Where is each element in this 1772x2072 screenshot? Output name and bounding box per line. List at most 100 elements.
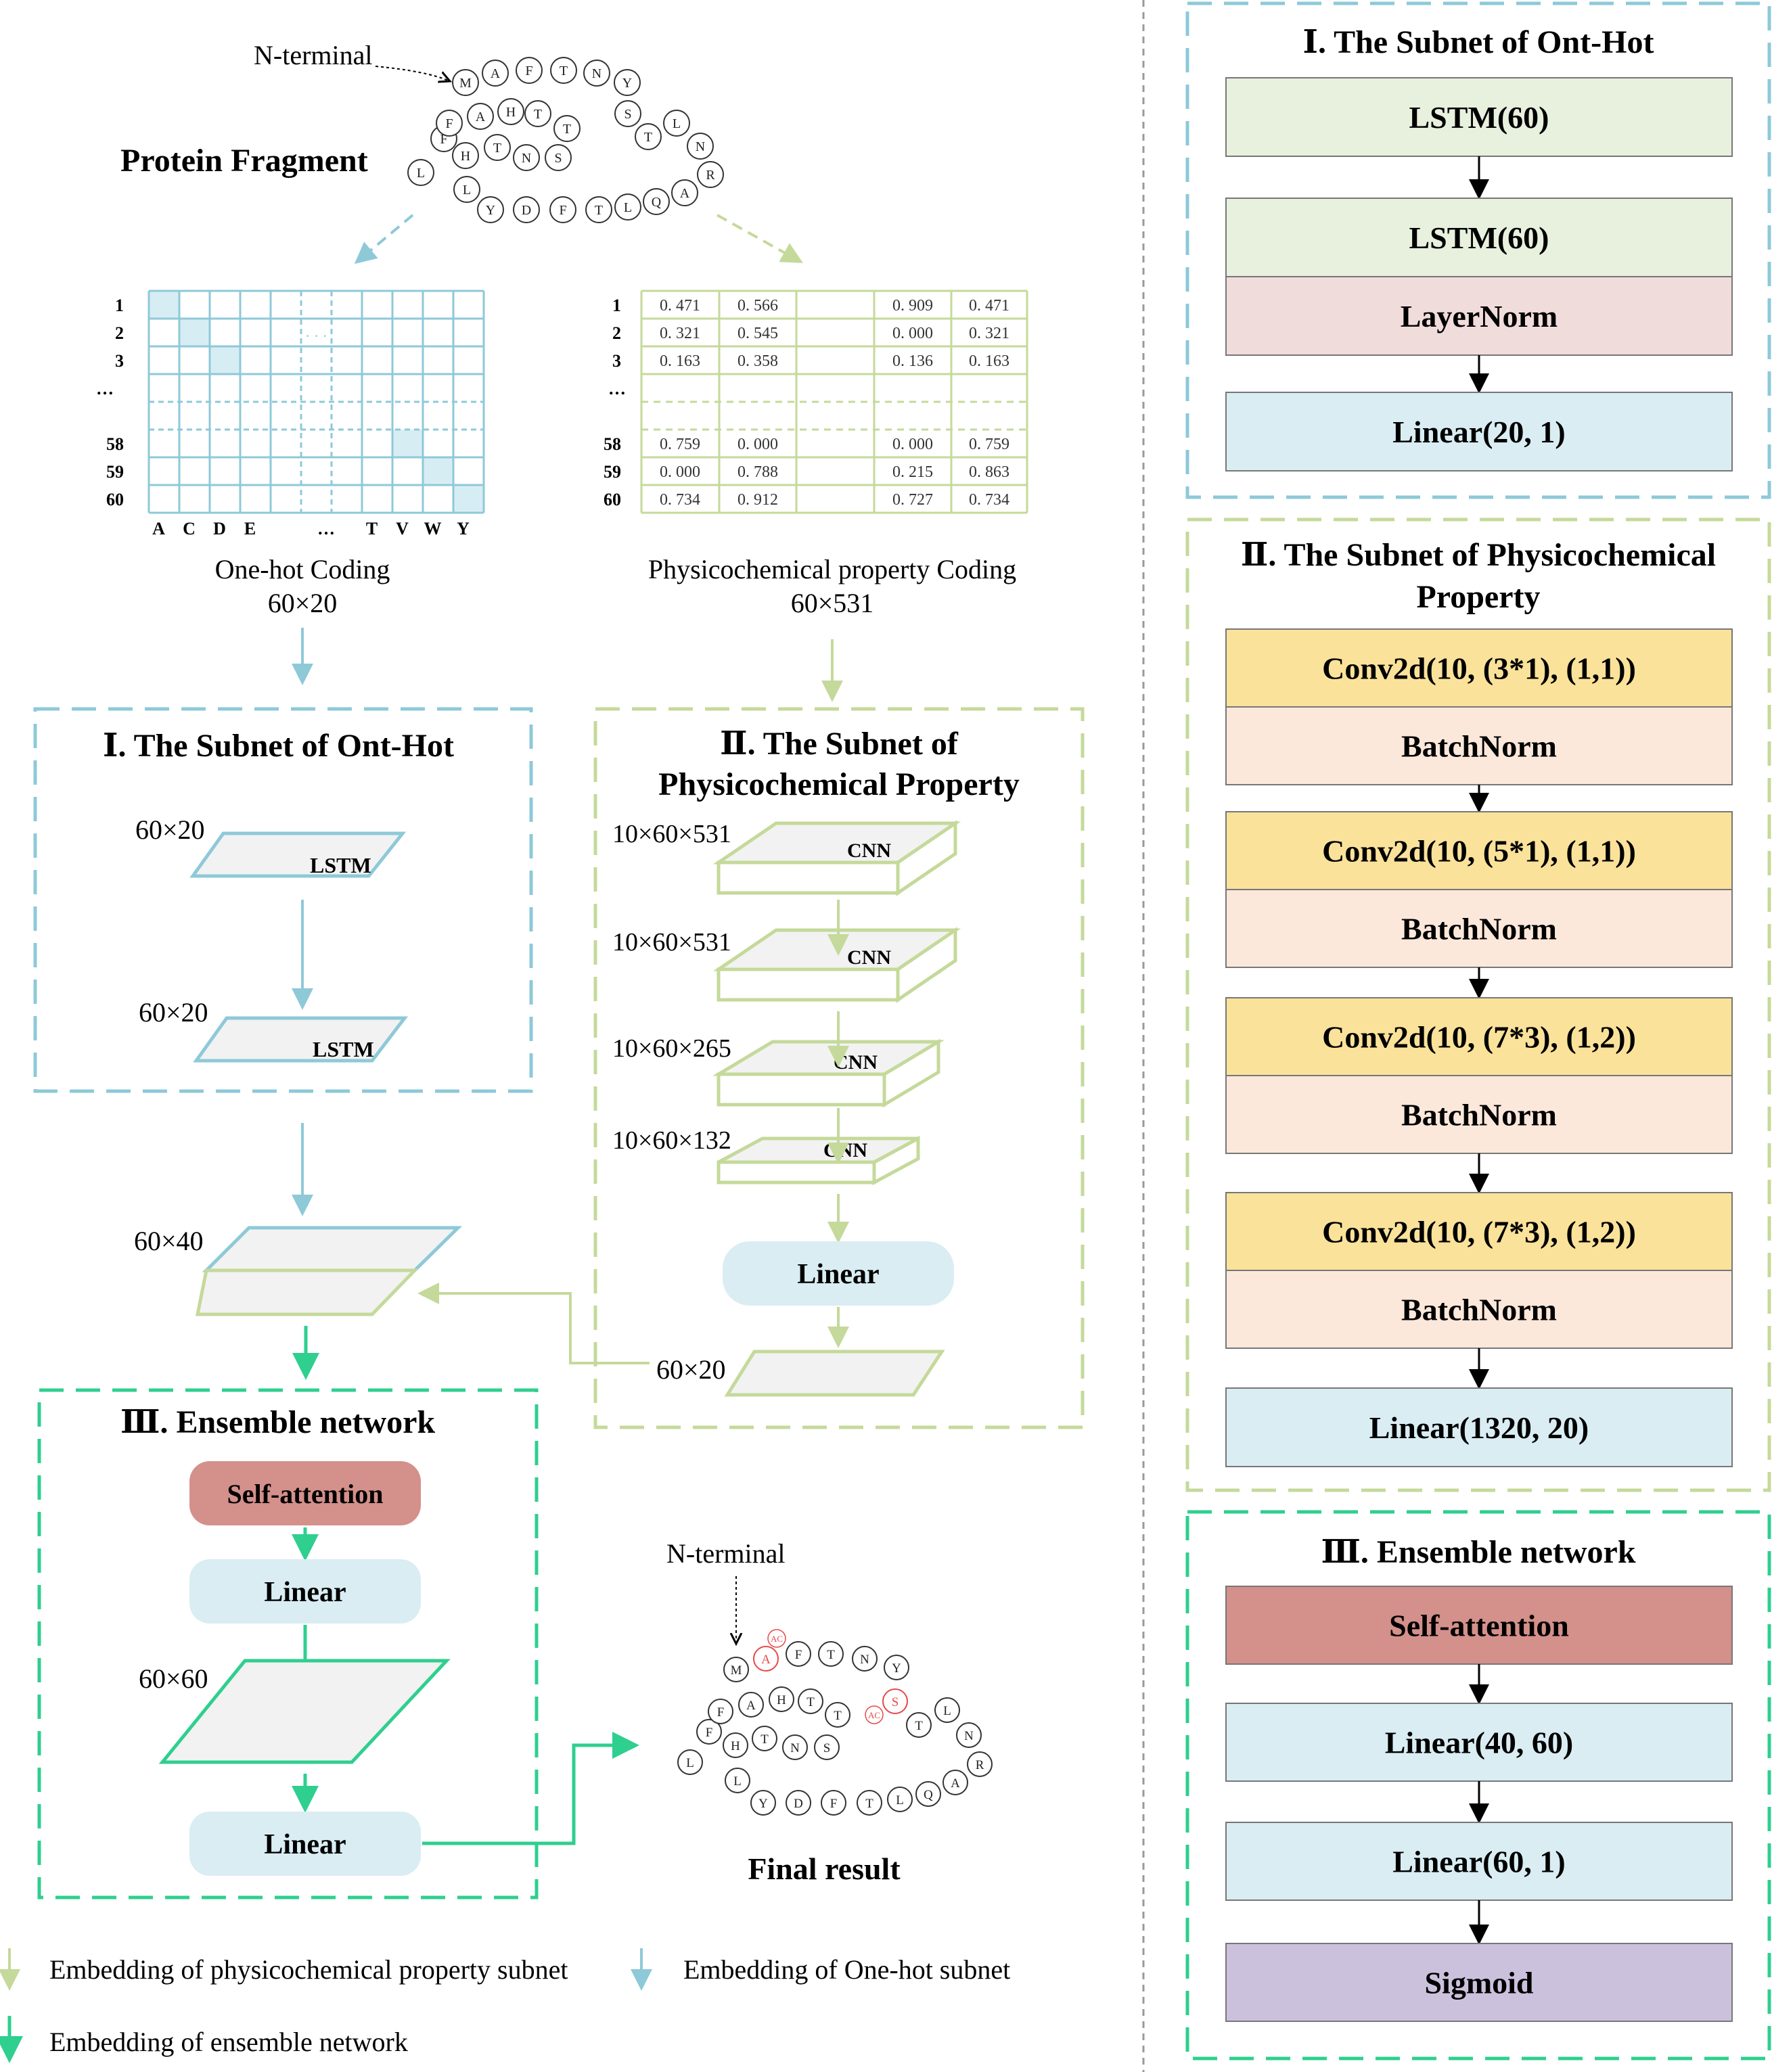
residue-letter: A — [680, 186, 690, 201]
residue-circle — [752, 1726, 777, 1751]
acetylation-tag — [865, 1705, 884, 1724]
onehot-hot-cell — [392, 430, 423, 457]
residue-circle — [677, 1749, 703, 1775]
residue-letter: F — [717, 1705, 725, 1720]
residue-letter: N — [964, 1729, 974, 1743]
residue-letter: L — [624, 200, 632, 215]
cnn-dim: 10×60×265 — [612, 1034, 731, 1063]
residue-circle — [452, 69, 479, 96]
physico-value: 0. 545 — [737, 325, 778, 342]
cnn-label: CNN — [847, 946, 891, 969]
cnn-front-face — [717, 1160, 876, 1184]
physico-value: 0. 727 — [892, 491, 933, 509]
residue-circle — [614, 69, 641, 96]
residue-circle — [553, 115, 581, 142]
physico-value: 0. 912 — [737, 491, 778, 509]
physico-value: 0. 734 — [660, 491, 700, 509]
residue-letter: S — [554, 151, 562, 166]
residue-circle — [524, 100, 551, 127]
legend-onehot-label: Embedding of One-hot subnet — [683, 1954, 1010, 1985]
right-panel2-blocks: Conv2d(10, (3*1), (1,1))BatchNormConv2d(… — [1225, 628, 1733, 1467]
onehot-col-label: Y — [457, 519, 470, 538]
residue-circle — [708, 1699, 733, 1724]
residue-letter: F — [830, 1797, 838, 1811]
linear-block-label: Linear(20, 1) — [1392, 415, 1566, 449]
batchnorm-block-label: BatchNorm — [1401, 729, 1557, 764]
residue-circle — [942, 1770, 968, 1795]
subnet2-box — [593, 707, 1085, 1429]
residue-circle — [482, 60, 509, 87]
residue-letter: D — [522, 203, 531, 218]
onehot-hot-cell — [453, 485, 484, 513]
final-caption: Final result — [748, 1851, 901, 1886]
onehot-row-label: … — [96, 379, 114, 398]
residue-letter: T — [807, 1695, 815, 1709]
residue-circle — [956, 1722, 982, 1748]
onehot-row-label: 58 — [106, 434, 124, 454]
residue-circle — [697, 161, 724, 188]
residue-circle — [814, 1734, 840, 1760]
linear-block-label: Linear(60, 1) — [1392, 1845, 1566, 1879]
residue-circle — [857, 1790, 882, 1816]
physico-value: 0. 163 — [660, 352, 700, 370]
residue-circle — [484, 134, 511, 161]
residue-circle — [583, 60, 610, 87]
ensemble-title: Ⅲ. Ensemble network — [120, 1404, 435, 1440]
right-panel3-title: Ⅲ. Ensemble network — [1321, 1534, 1635, 1570]
onehot-col-label: T — [366, 519, 378, 538]
cnn-front-face — [717, 1072, 886, 1107]
ensemble-linear1-label: Linear — [264, 1577, 346, 1608]
onehot-row-label: 59 — [106, 462, 124, 482]
onehot-hot-cell — [210, 346, 240, 374]
residue-letter: R — [706, 168, 715, 183]
batchnorm-block-box — [1225, 706, 1733, 785]
physico-value: 0. 000 — [892, 325, 933, 342]
residue-letter: A — [476, 110, 486, 124]
residue-circle — [663, 110, 690, 137]
residue-letter: D — [794, 1797, 803, 1811]
residue-circle — [671, 179, 698, 206]
physico-value: 0. 759 — [969, 436, 1009, 453]
subnet2-out-dim: 60×20 — [656, 1354, 726, 1385]
cnn-label: CNN — [834, 1051, 878, 1074]
residue-circle — [687, 133, 714, 160]
residue-letter: Y — [486, 203, 495, 218]
residue-letter: N — [790, 1741, 800, 1755]
onehot-col-label: V — [396, 519, 409, 538]
sigmoid-block-label: Sigmoid — [1424, 1966, 1533, 2000]
residue-letter: L — [417, 166, 425, 181]
residue-circle — [614, 100, 641, 127]
conv-block-box — [1225, 997, 1733, 1076]
linear-block-box — [1225, 1387, 1733, 1467]
residue-circle — [723, 1732, 748, 1758]
residue-circle — [497, 98, 524, 125]
ensemble-selfatt-box — [189, 1461, 421, 1525]
ensemble-linear2-box — [189, 1812, 421, 1876]
residue-letter: T — [915, 1719, 923, 1733]
residue-circle — [934, 1697, 960, 1723]
arrow-physico-to-concat — [417, 1283, 650, 1364]
residue-letter: H — [506, 105, 516, 120]
residue-letter: A — [746, 1699, 756, 1713]
cnn-side-face — [882, 1038, 940, 1108]
lstm-block-box — [1225, 77, 1733, 157]
residue-circle — [882, 1688, 908, 1714]
physico-value: 0. 000 — [737, 436, 778, 453]
residue-letter: N — [860, 1653, 869, 1667]
residue-letter: L — [733, 1774, 742, 1789]
residue-circle — [585, 196, 612, 223]
lstm-block-label: LSTM(60) — [1409, 221, 1549, 255]
physico-value: 0. 909 — [892, 297, 933, 315]
right-panel2-title-line1: Ⅱ. The Subnet of Physicochemical — [1241, 537, 1716, 573]
ensemble-matrix-layer — [158, 1659, 451, 1764]
cnn-dim: 10×60×531 — [612, 820, 731, 848]
residue-circle — [906, 1712, 932, 1738]
cnn-side-face — [896, 820, 957, 896]
cnn-label: CNN — [847, 839, 891, 862]
physico-caption: Physicochemical property Coding — [648, 554, 1016, 584]
onehot-col-label: A — [152, 519, 165, 538]
